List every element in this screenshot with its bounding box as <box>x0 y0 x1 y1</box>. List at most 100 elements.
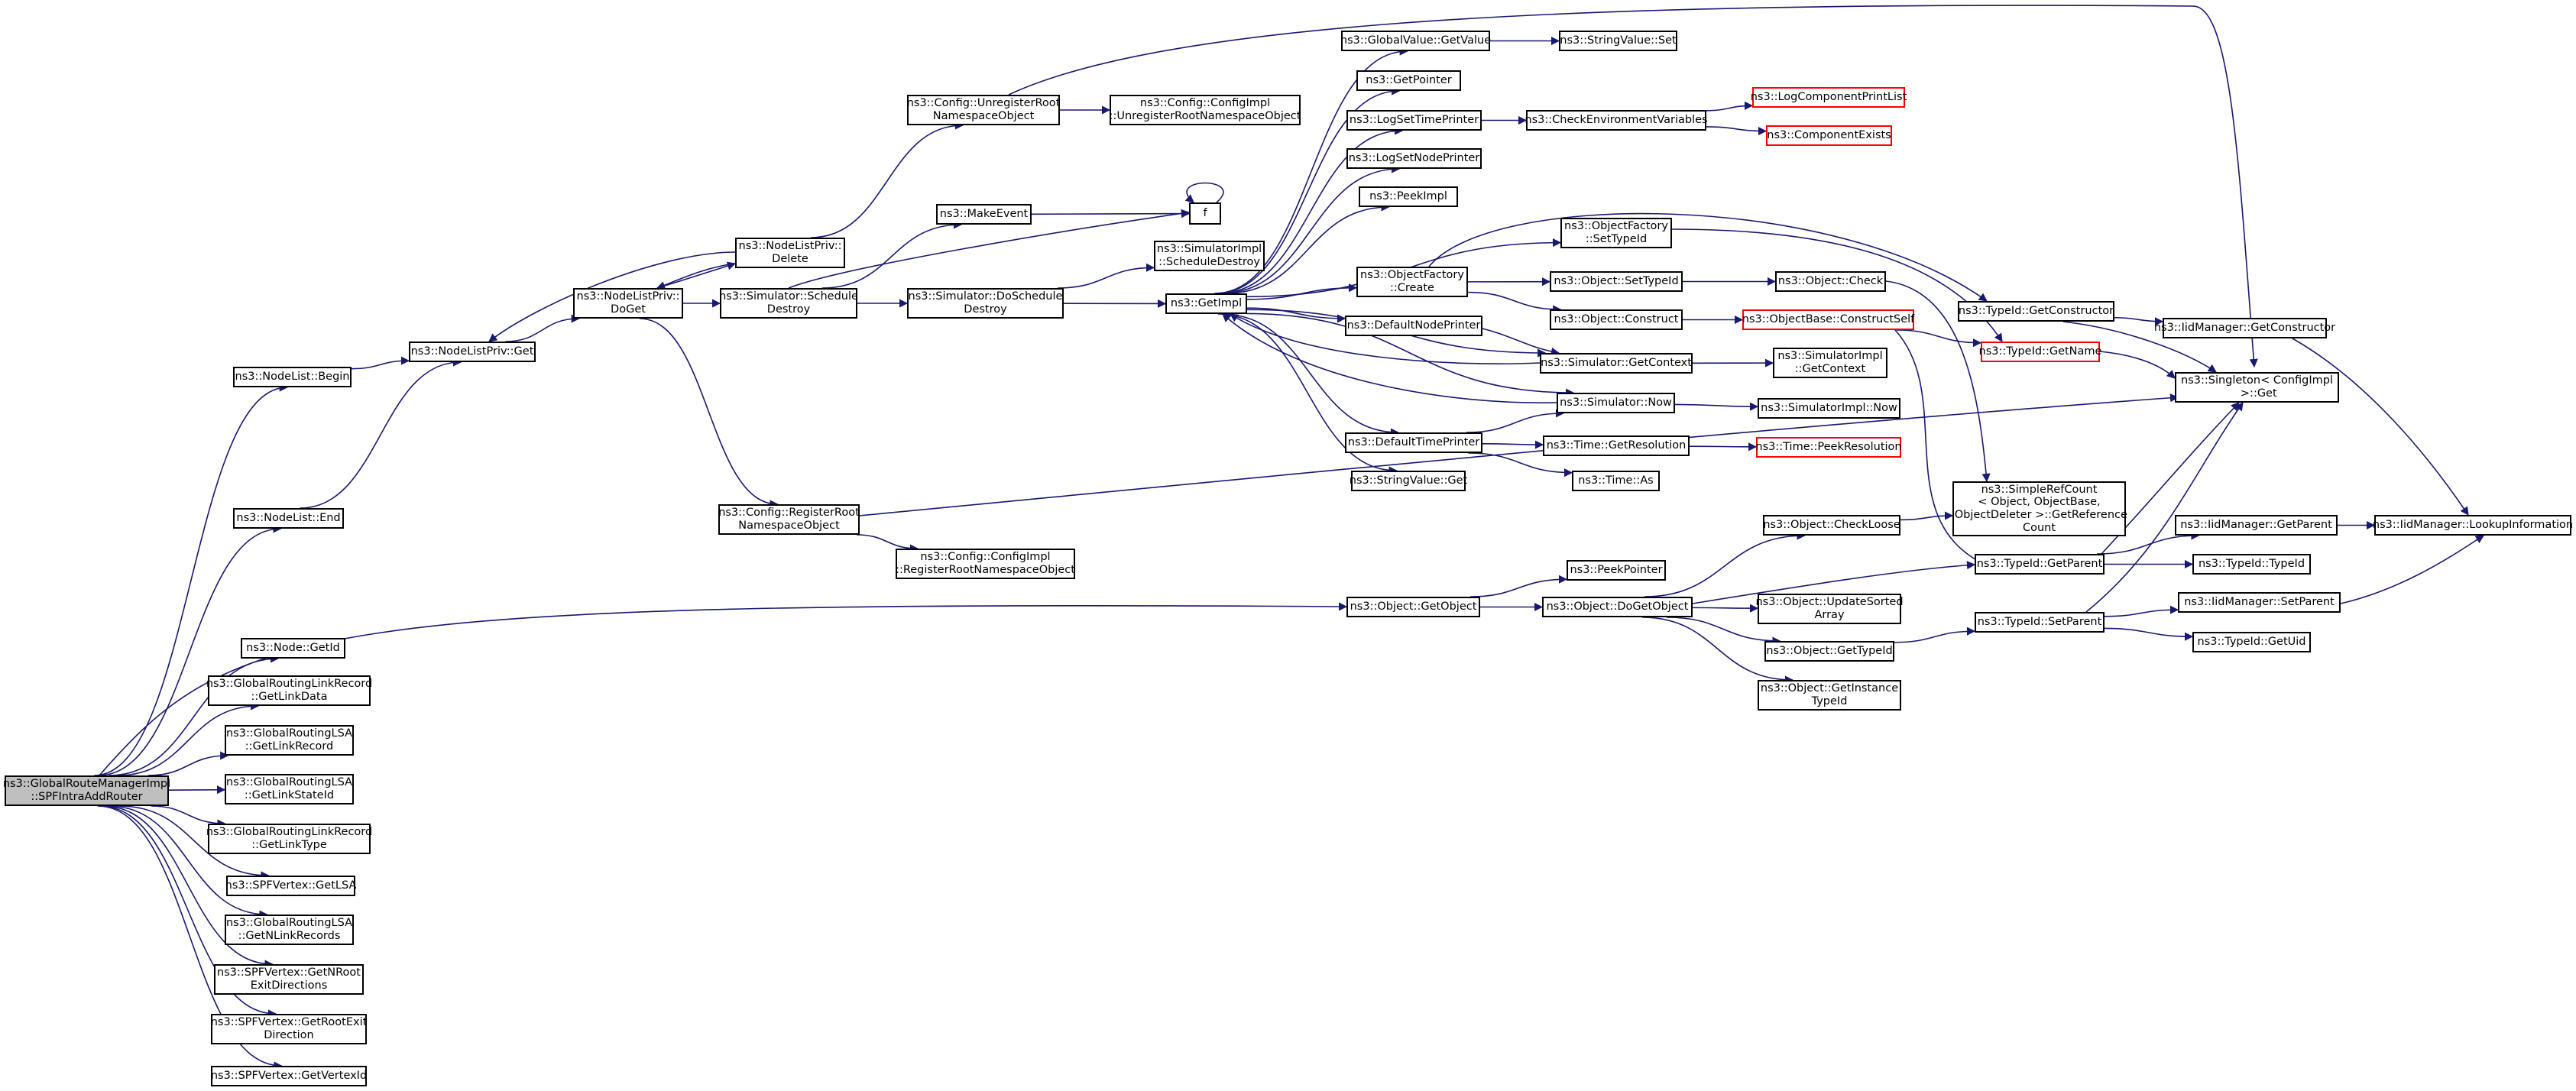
node-obj-check[interactable]: ns3::Object::Check <box>1775 271 1886 292</box>
node-peekpointer[interactable]: ns3::PeekPointer <box>1567 560 1666 581</box>
edge-root-to-grlr-getlinkdata <box>117 701 260 776</box>
node-spf-getvertexid[interactable]: ns3::SPFVertex::GetVertexId <box>211 1066 367 1086</box>
node-cfg-unreg[interactable]: ns3::Config::UnregisterRoot NamespaceObj… <box>907 95 1060 125</box>
node-iidm-getparent[interactable]: ns3::IidManager::GetParent <box>2175 515 2338 536</box>
node-obj-getinstance[interactable]: ns3::Object::GetInstance TypeId <box>1758 680 1901 711</box>
node-f[interactable]: f <box>1189 202 1221 225</box>
node-defaulttimeprinter[interactable]: ns3::DefaultTimePrinter <box>1345 432 1482 453</box>
node-iidm-lookup[interactable]: ns3::IidManager::LookupInformation <box>2373 515 2573 536</box>
edge-ob-constructself-to-typeid-getparent <box>1894 329 1988 566</box>
edge-cfg-unreg-to-singleton-get <box>1008 5 2258 368</box>
edge-root-to-grlsa-getlinkstateid <box>168 785 226 795</box>
node-grlsa-getlinkstateid[interactable]: ns3::GlobalRoutingLSA ::GetLinkStateId <box>225 774 354 804</box>
node-simimpl-scheddestroy[interactable]: ns3::SimulatorImpl ::ScheduleDestroy <box>1154 241 1265 271</box>
edge-obj-dogetobject-to-obj-updatesorted <box>1692 604 1759 613</box>
node-getpointer[interactable]: ns3::GetPointer <box>1356 70 1461 91</box>
node-nlp-get[interactable]: ns3::NodeListPriv::Get <box>409 342 536 362</box>
node-typeid-typeid[interactable]: ns3::TypeId::TypeId <box>2192 554 2311 575</box>
node-peekimpl[interactable]: ns3::PeekImpl <box>1359 186 1458 207</box>
edge-of-create-to-obj-construct <box>1467 291 1562 314</box>
node-spf-getlsa[interactable]: ns3::SPFVertex::GetLSA <box>225 876 356 896</box>
node-typeid-getname[interactable]: ns3::TypeId::GetName <box>1979 342 2101 362</box>
node-defaultnodeprinter[interactable]: ns3::DefaultNodePrinter <box>1345 316 1482 336</box>
node-obj-dogetobject[interactable]: ns3::Object::DoGetObject <box>1542 597 1693 617</box>
node-nlp-delete[interactable]: ns3::NodeListPriv:: Delete <box>735 238 845 268</box>
node-of-create[interactable]: ns3::ObjectFactory ::Create <box>1356 267 1468 297</box>
node-typeid-getuid[interactable]: ns3::TypeId::GetUid <box>2192 632 2311 652</box>
edge-makeevent-to-f <box>1031 209 1191 219</box>
node-sim-doscheddestroy[interactable]: ns3::Simulator::DoSchedule Destroy <box>907 288 1064 319</box>
node-gv-getvalue[interactable]: ns3::GlobalValue::GetValue <box>1340 31 1491 51</box>
node-cfg-reg[interactable]: ns3::Config::RegisterRoot NamespaceObjec… <box>718 504 860 535</box>
node-obj-updatesorted[interactable]: ns3::Object::UpdateSorted Array <box>1755 594 1904 624</box>
node-compexists[interactable]: ns3::ComponentExists <box>1766 125 1892 146</box>
node-sv-get[interactable]: ns3::StringValue::Get <box>1350 471 1467 491</box>
node-singleton-get[interactable]: ns3::Singleton< ConfigImpl >::Get <box>2175 372 2339 403</box>
node-logsettimeprinter[interactable]: ns3::LogSetTimePrinter <box>1346 110 1482 131</box>
edge-root-to-obj-getobject <box>99 602 1348 776</box>
edge-getimpl-to-gv-getvalue <box>1214 47 1408 294</box>
node-iidm-setparent[interactable]: ns3::IidManager::SetParent <box>2178 592 2341 613</box>
node-iidm-getctor[interactable]: ns3::IidManager::GetConstructor <box>2154 318 2335 338</box>
node-time-getres[interactable]: ns3::Time::GetResolution <box>1543 435 1690 456</box>
edge-sim-now-to-simimpl-now <box>1674 402 1759 411</box>
node-typeid-getparent[interactable]: ns3::TypeId::GetParent <box>1975 554 2105 575</box>
node-nlp-doget[interactable]: ns3::NodeListPriv:: DoGet <box>573 288 683 319</box>
edge-getimpl-to-peekimpl <box>1226 202 1390 294</box>
node-sim-getcontext[interactable]: ns3::Simulator::GetContext <box>1540 353 1693 374</box>
node-logsetnodeprinter[interactable]: ns3::LogSetNodePrinter <box>1346 148 1482 169</box>
node-obj-getobject[interactable]: ns3::Object::GetObject <box>1346 597 1480 617</box>
node-obj-gettypeid[interactable]: ns3::Object::GetTypeId <box>1764 641 1894 662</box>
node-spf-getnroot[interactable]: ns3::SPFVertex::GetNRoot ExitDirections <box>214 964 364 995</box>
node-sim-scheddestroy[interactable]: ns3::Simulator::Schedule Destroy <box>719 288 858 319</box>
node-ob-constructself[interactable]: ns3::ObjectBase::ConstructSelf <box>1742 309 1914 330</box>
node-cfgimpl-reg[interactable]: ns3::Config::ConfigImpl ::RegisterRootNa… <box>896 549 1075 579</box>
edge-getimpl-to-sv-get <box>1217 313 1398 475</box>
node-logcompprintlist[interactable]: ns3::LogComponentPrintList <box>1751 87 1907 108</box>
node-grlsa-getlinkrecord[interactable]: ns3::GlobalRoutingLSA ::GetLinkRecord <box>225 725 354 756</box>
edge-root-to-grlsa-getlinkrecord <box>147 751 229 776</box>
edge-obj-checkloose-to-srefcount <box>1900 511 1954 521</box>
node-obj-construct[interactable]: ns3::Object::Construct <box>1550 309 1683 330</box>
node-getimpl[interactable]: ns3::GetImpl <box>1165 293 1247 314</box>
node-obj-settypeid[interactable]: ns3::Object::SetTypeId <box>1550 271 1683 292</box>
edge-root-to-spf-getnroot <box>102 805 274 969</box>
node-obj-checkloose[interactable]: ns3::Object::CheckLoose <box>1763 515 1900 536</box>
edge-root-to-spf-getrootexit <box>99 805 277 1018</box>
edge-ob-constructself-to-typeid-getname <box>1896 329 1982 348</box>
node-time-peekres[interactable]: ns3::Time::PeekResolution <box>1755 437 1902 458</box>
node-nl-end[interactable]: ns3::NodeList::End <box>233 508 344 529</box>
node-typeid-setparent[interactable]: ns3::TypeId::SetParent <box>1975 612 2105 633</box>
edge-nl-begin-to-nlp-get <box>351 356 410 370</box>
node-nl-begin[interactable]: ns3::NodeList::Begin <box>233 367 352 387</box>
edge-sim-now-to-getimpl <box>1222 313 1557 404</box>
node-grlr-getlinktype[interactable]: ns3::GlobalRoutingLinkRecord ::GetLinkTy… <box>206 824 372 854</box>
edge-obj-dogetobject-to-obj-checkloose <box>1644 531 1806 597</box>
node-typeid-getctor[interactable]: ns3::TypeId::GetConstructor <box>1958 301 2114 322</box>
node-grlr-getlinkdata[interactable]: ns3::GlobalRoutingLinkRecord ::GetLinkDa… <box>206 675 372 706</box>
node-simimpl-getcontext[interactable]: ns3::SimulatorImpl ::GetContext <box>1773 348 1887 378</box>
node-makeevent[interactable]: ns3::MakeEvent <box>936 204 1032 225</box>
edge-iidm-getctor-to-iidm-lookup <box>2292 338 2469 516</box>
node-spf-getrootexit[interactable]: ns3::SPFVertex::GetRootExit Direction <box>211 1014 367 1044</box>
node-grlsa-getnlinkrecords[interactable]: ns3::GlobalRoutingLSA ::GetNLinkRecords <box>225 915 354 945</box>
node-checkenv[interactable]: ns3::CheckEnvironmentVariables <box>1525 110 1708 131</box>
node-srefcount[interactable]: ns3::SimpleRefCount < Object, ObjectBase… <box>1952 481 2127 536</box>
edge-getimpl-to-getpointer <box>1215 86 1401 294</box>
edge-iidm-setparent-to-iidm-lookup <box>2340 535 2484 604</box>
node-time-as[interactable]: ns3::Time::As <box>1572 471 1660 491</box>
edge-typeid-setparent-to-iidm-setparent <box>2104 605 2179 617</box>
node-sv-set[interactable]: ns3::StringValue::Set <box>1559 31 1677 51</box>
edge-cfg-reg-to-singleton-get <box>859 393 2179 516</box>
edge-root-to-nl-end <box>98 524 282 776</box>
edge-obj-check-to-srefcount <box>1885 280 1991 483</box>
edge-sim-doscheddestroy-to-simimpl-scheddestroy <box>1058 263 1155 289</box>
edge-defaulttimeprinter-to-time-as <box>1468 452 1573 478</box>
node-sim-now[interactable]: ns3::Simulator::Now <box>1557 393 1675 413</box>
edge-nlp-delete-to-nlp-doget <box>656 263 736 290</box>
node-node-getid[interactable]: ns3::Node::GetId <box>241 638 345 659</box>
node-of-settypeid[interactable]: ns3::ObjectFactory ::SetTypeId <box>1560 218 1672 248</box>
node-simimpl-now[interactable]: ns3::SimulatorImpl::Now <box>1758 398 1900 419</box>
edge-getimpl-to-logsetnodeprinter <box>1220 164 1401 294</box>
node-cfgimpl-unreg[interactable]: ns3::Config::ConfigImpl ::UnregisterRoot… <box>1110 95 1301 125</box>
